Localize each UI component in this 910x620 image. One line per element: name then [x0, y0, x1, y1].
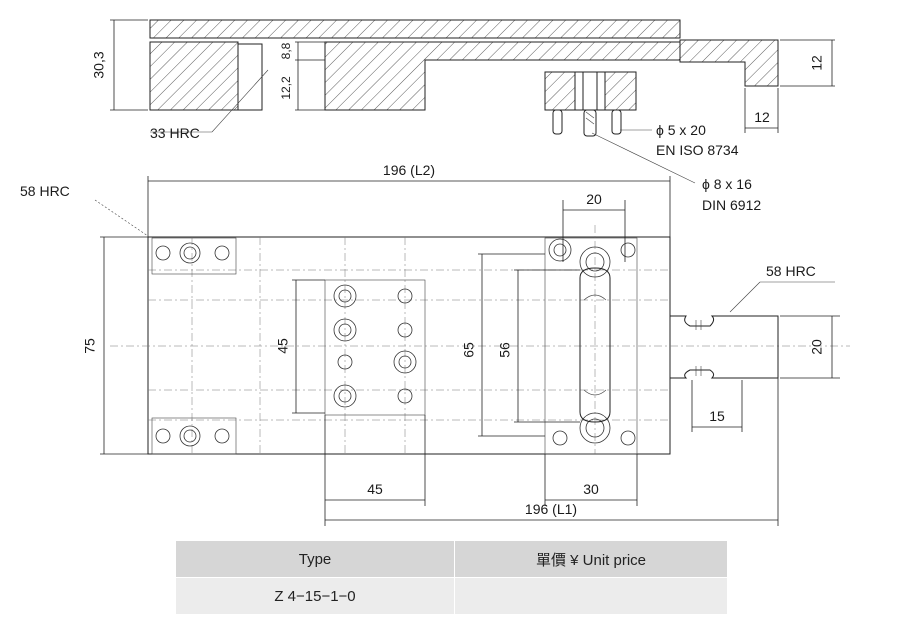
dim-bottom-45: 45	[367, 481, 383, 497]
dim-bottom-30: 30	[583, 481, 599, 497]
label-screw-standard: DIN 6912	[702, 197, 761, 213]
dim-right-12-vertical: 12	[809, 55, 825, 71]
left-lower-block-section	[149, 41, 239, 111]
right-slot-block	[544, 237, 638, 455]
dim-length-l2: 196 (L2)	[383, 162, 435, 178]
elongated-slot	[579, 267, 611, 423]
dim-right-12-horizontal: 12	[754, 109, 770, 125]
dim-gap-12-2: 12,2	[279, 76, 293, 100]
label-pin-standard: EN ISO 8734	[656, 142, 739, 158]
table-row: Z 4−15−1−0	[175, 577, 728, 615]
dim-height-65: 65	[461, 342, 477, 358]
label-pin-5x20: ϕ 5 x 20	[656, 122, 706, 138]
cell-type: Z 4−15−1−0	[175, 577, 455, 615]
plan-view: 196 (L2) 58 HRC	[20, 162, 850, 526]
technical-drawing: 30,3 8,8 12,2 33 HRC 12 12 ϕ 5 x 20 EN I…	[20, 19, 850, 526]
dim-height-75: 75	[82, 338, 98, 354]
label-58-hrc-right: 58 HRC	[766, 263, 816, 279]
side-section-view: 30,3 8,8 12,2 33 HRC 12 12 ϕ 5 x 20 EN I…	[91, 19, 835, 213]
label-33-hrc: 33 HRC	[150, 125, 200, 141]
cell-unit-price	[454, 577, 728, 615]
dim-height-30-3: 30,3	[91, 51, 107, 78]
main-plate-outline	[147, 236, 671, 455]
label-screw-8x16: ϕ 8 x 16	[702, 176, 752, 192]
right-block-section	[679, 39, 779, 87]
upper-plate-section	[149, 19, 681, 39]
right-stem-outline	[670, 315, 779, 379]
header-type: Type	[175, 540, 455, 578]
label-58-hrc-left: 58 HRC	[20, 183, 70, 199]
price-table: Type 單價 ¥ Unit price Z 4−15−1−0	[175, 540, 728, 615]
dim-right-20: 20	[809, 339, 825, 355]
dim-height-45: 45	[275, 338, 291, 354]
table-header-row: Type 單價 ¥ Unit price	[175, 540, 728, 578]
dim-width-20: 20	[586, 191, 602, 207]
dim-gap-8-8: 8,8	[279, 42, 293, 59]
dim-right-15: 15	[709, 408, 725, 424]
middle-hole-block	[324, 279, 426, 416]
dim-height-56: 56	[497, 342, 513, 358]
dim-length-l1: 196 (L1)	[525, 501, 577, 517]
header-unit-price: 單價 ¥ Unit price	[454, 540, 728, 578]
